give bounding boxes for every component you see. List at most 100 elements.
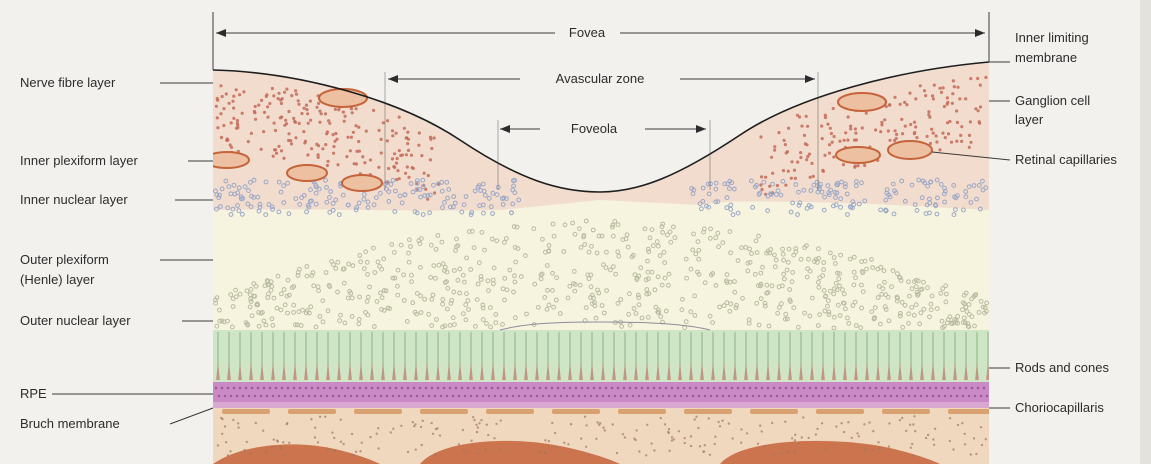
- ganglion-dot: [888, 139, 891, 142]
- rpe-dot: [320, 395, 323, 398]
- ganglion-dot: [272, 155, 275, 158]
- choroid-dot: [333, 437, 335, 439]
- choroid-dot: [912, 454, 914, 456]
- ganglion-dot: [307, 122, 310, 125]
- choroid-dot: [359, 450, 361, 452]
- ganglion-dot: [274, 129, 277, 132]
- choroid-dot: [878, 447, 880, 449]
- choroid-dot: [310, 418, 312, 420]
- rpe-dot: [383, 387, 386, 390]
- choroid-dot: [905, 430, 907, 432]
- rpe-dot: [911, 387, 914, 390]
- rpe-dot: [938, 395, 941, 398]
- ganglion-dot: [790, 177, 793, 180]
- rpe-dot: [527, 387, 530, 390]
- ganglion-dot: [396, 169, 399, 172]
- choroid-dot: [279, 446, 281, 448]
- choroid-dot: [759, 425, 761, 427]
- ganglion-dot: [277, 92, 280, 95]
- choroid-dot: [699, 445, 701, 447]
- choroid-dot: [864, 450, 866, 452]
- choroid-dot: [484, 448, 486, 450]
- rpe-dot: [332, 395, 335, 398]
- ganglion-dot: [955, 109, 958, 112]
- ganglion-dot: [232, 95, 235, 98]
- choroid-dot: [422, 420, 424, 422]
- choroid-dot: [477, 426, 479, 428]
- ganglion-dot: [784, 143, 787, 146]
- ganglion-dot: [283, 91, 286, 94]
- ganglion-dot: [226, 137, 229, 140]
- ganglion-dot: [783, 139, 786, 142]
- choroid-dot: [638, 450, 640, 452]
- choroid-dot: [472, 416, 474, 418]
- ganglion-dot: [242, 90, 245, 93]
- choroid-dot: [714, 443, 716, 445]
- choroid-dot: [470, 440, 472, 442]
- ganglion-dot: [770, 156, 773, 159]
- rpe-dot: [809, 387, 812, 390]
- rpe-dot: [653, 387, 656, 390]
- ganglion-dot: [285, 88, 288, 91]
- ganglion-dot: [398, 149, 401, 152]
- rpe-dot: [629, 387, 632, 390]
- choroid-dot: [622, 433, 624, 435]
- choroid-dot: [587, 455, 589, 457]
- ganglion-dot: [822, 170, 825, 173]
- ganglion-dot: [391, 129, 394, 132]
- rpe-dot: [968, 395, 971, 398]
- ganglion-dot: [806, 155, 809, 158]
- ganglion-dot: [406, 131, 409, 134]
- ganglion-dot: [933, 84, 936, 87]
- ganglion-dot: [320, 112, 323, 115]
- rpe-dot: [263, 387, 266, 390]
- choroid-dot: [668, 428, 670, 430]
- rpe-dot: [272, 395, 275, 398]
- rpe-dot: [803, 387, 806, 390]
- rpe-dot: [749, 387, 752, 390]
- rpe-dot: [311, 387, 314, 390]
- choroid-dot: [847, 421, 849, 423]
- rpe-dot: [770, 395, 773, 398]
- ganglion-dot: [260, 99, 263, 102]
- rpe-dot: [758, 395, 761, 398]
- ganglion-dot: [238, 93, 241, 96]
- ganglion-dot: [351, 111, 354, 114]
- ganglion-dot: [429, 136, 432, 139]
- ganglion-dot: [773, 149, 776, 152]
- rpe-dot: [497, 387, 500, 390]
- choroid-dot: [458, 443, 460, 445]
- choroid-dot: [602, 427, 604, 429]
- ganglion-dot: [854, 132, 857, 135]
- ganglion-dot: [273, 122, 276, 125]
- ganglion-dot: [764, 176, 767, 179]
- choroid-dot: [624, 436, 626, 438]
- rpe-dot: [872, 395, 875, 398]
- rpe-dot: [965, 387, 968, 390]
- choroid-dot: [808, 437, 810, 439]
- ganglion-dot: [294, 121, 297, 124]
- rpe-dot: [929, 387, 932, 390]
- ganglion-dot: [391, 134, 394, 137]
- choroid-dot: [981, 444, 983, 446]
- ganglion-dot: [262, 130, 265, 133]
- choroid-dot: [863, 447, 865, 449]
- ganglion-dot: [230, 121, 233, 124]
- ganglion-dot: [395, 178, 398, 181]
- ganglion-dot: [956, 86, 959, 89]
- ganglion-dot: [216, 116, 219, 119]
- ganglion-dot: [800, 125, 803, 128]
- rpe-dot: [245, 387, 248, 390]
- ganglion-dot: [343, 120, 346, 123]
- choroid-dot: [872, 449, 874, 451]
- ganglion-dot: [914, 97, 917, 100]
- rpe-dot: [536, 395, 539, 398]
- rpe-dot: [413, 387, 416, 390]
- rpe-dot: [500, 395, 503, 398]
- rpe-dot: [842, 395, 845, 398]
- ganglion-dot: [964, 97, 967, 100]
- ganglion-dot: [294, 136, 297, 139]
- rpe-dot: [902, 395, 905, 398]
- ganglion-dot: [334, 108, 337, 111]
